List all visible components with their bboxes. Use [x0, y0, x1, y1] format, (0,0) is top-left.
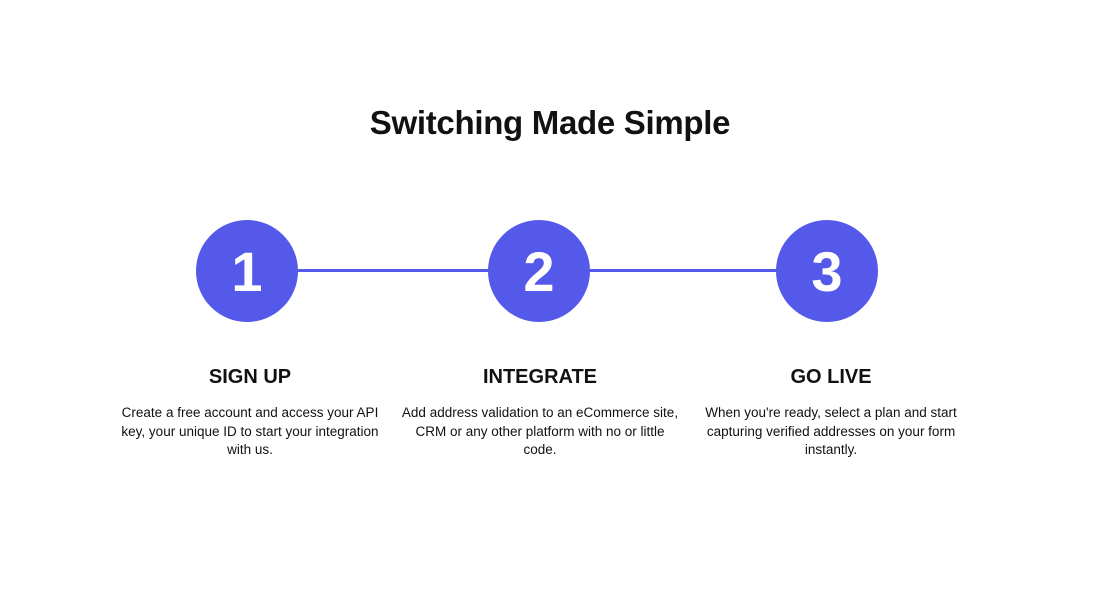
- step-number-circle: 1: [196, 220, 298, 322]
- step-number: 2: [523, 239, 555, 303]
- step-number-circle: 3: [776, 220, 878, 322]
- step-connector-line: [296, 269, 491, 272]
- step-description-sign-up: Create a free account and access your AP…: [121, 405, 379, 457]
- step-heading-go-live: GO LIVE: [790, 366, 872, 388]
- step-description-integrate: Add address validation to an eCommerce s…: [401, 405, 679, 457]
- step-heading-sign-up: SIGN UP: [208, 366, 292, 388]
- step-heading-integrate: INTEGRATE: [482, 366, 598, 388]
- step-number: 3: [811, 239, 843, 303]
- step-description-go-live: When you're ready, select a plan and sta…: [705, 405, 957, 457]
- page-title: Switching Made Simple: [369, 104, 731, 141]
- step-connector-line: [588, 269, 778, 272]
- step-number-circle: 2: [488, 220, 590, 322]
- step-number: 1: [231, 239, 263, 303]
